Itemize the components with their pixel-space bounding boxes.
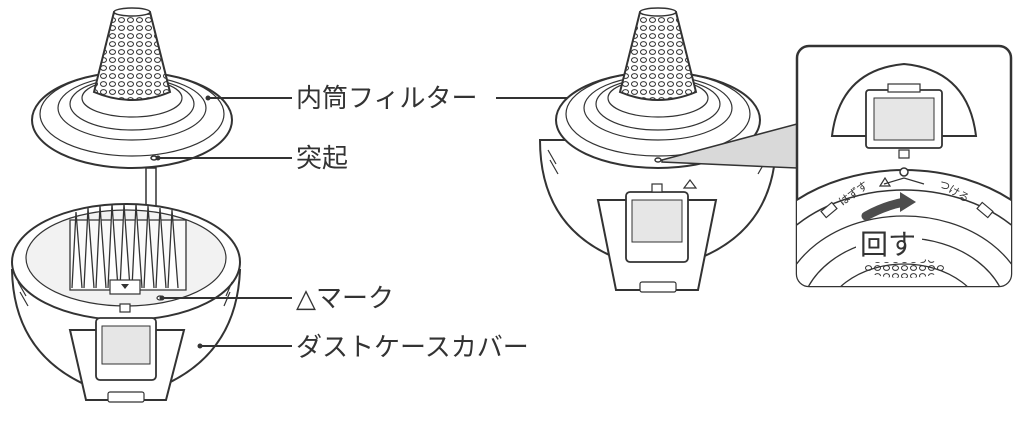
zoom-rotate-label: 回す: [860, 228, 916, 261]
label-inner-filter: 内筒フィルター: [296, 84, 477, 114]
leader-lines: [158, 97, 292, 347]
label-dust-case-cover: ダストケースカバー: [296, 333, 529, 363]
assembled-unit: [538, 7, 778, 293]
inner-filter-detached: [31, 7, 233, 169]
rotate-label-bg: [856, 226, 922, 262]
dust-case-base: [10, 203, 242, 403]
zoom-panel: はずす つける 回す: [795, 44, 1013, 288]
label-triangle-mark: △マーク: [296, 284, 394, 314]
label-protrusion: 突起: [296, 144, 348, 174]
